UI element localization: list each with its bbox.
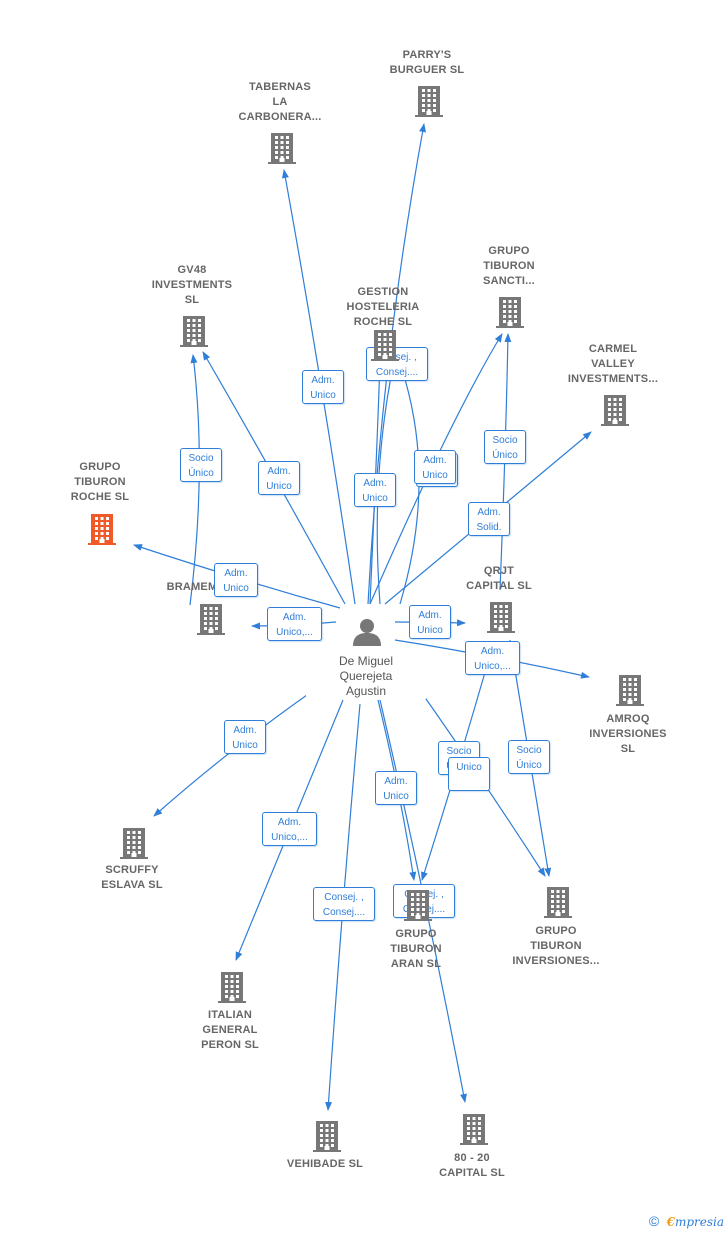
company-node-label[interactable]: PARRY'S BURGUER SL [362,48,492,78]
company-name: GRUPO TIBURON ARAN SL [390,928,442,970]
company-node-label[interactable]: SCRUFFY ESLAVA SL [67,863,197,893]
company-node-label[interactable]: ITALIAN GENERAL PERON SL [165,1008,295,1053]
company-node-label[interactable]: TABERNAS LA CARBONERA... [215,80,345,125]
person-node-label[interactable]: De Miguel Querejeta Agustin [306,654,426,699]
relation-label[interactable]: Adm. Unico,... [262,812,317,846]
relation-label[interactable]: Adm. Unico [302,370,344,404]
building-icon[interactable] [196,602,226,636]
company-name: GV48 INVESTMENTS SL [151,264,233,306]
company-node-label[interactable]: GESTION HOSTELERIA ROCHE SL [318,285,448,330]
building-icon[interactable] [615,673,645,707]
company-name: QRJT CAPITAL SL [466,565,532,592]
company-node-label[interactable]: GRUPO TIBURON ROCHE SL [35,460,165,505]
building-icon[interactable] [179,314,209,348]
relation-label[interactable]: Adm. Unico [258,461,300,495]
company-name: CARMEL VALLEY INVESTMENTS... [567,343,659,385]
company-node-label[interactable]: QRJT CAPITAL SL [434,564,564,594]
company-name: TABERNAS LA CARBONERA... [238,81,322,123]
relation-label[interactable]: Socio Único [484,430,526,464]
brand-logo[interactable]: €mpresia [666,1215,724,1229]
relation-label[interactable]: Socio Único [180,448,222,482]
company-node-label[interactable]: VEHIBADE SL [260,1157,390,1172]
company-name: SCRUFFY ESLAVA SL [101,864,163,891]
company-name: 80 - 20 CAPITAL SL [439,1152,505,1179]
company-name: PARRY'S BURGUER SL [389,49,465,76]
company-node-label[interactable]: GRUPO TIBURON ARAN SL [351,927,481,972]
relation-label[interactable]: Adm. Unico,... [267,607,322,641]
company-node-label[interactable]: GRUPO TIBURON INVERSIONES... [491,924,621,969]
company-node-label[interactable]: GRUPO TIBURON SANCTI... [444,244,574,289]
relation-label[interactable]: Adm. Unico [375,771,417,805]
company-name: VEHIBADE SL [286,1158,364,1170]
company-node-label[interactable]: GV48 INVESTMENTS SL [127,263,257,308]
company-node-label[interactable]: AMROQ INVERSIONES SL [563,712,693,757]
building-icon[interactable] [267,131,297,165]
relation-label[interactable]: Adm. Unico [354,473,396,507]
relation-label[interactable]: Unico [448,757,490,791]
building-icon[interactable] [312,1119,342,1153]
company-name: AMROQ INVERSIONES SL [589,713,667,755]
company-name: BRAMEM [166,581,218,593]
building-icon[interactable] [543,885,573,919]
copyright-icon: © [648,1213,660,1229]
building-icon[interactable] [600,393,630,427]
relation-label[interactable]: Adm. Unico [224,720,266,754]
building-icon[interactable] [217,970,247,1004]
relation-label[interactable]: Adm. Unico [214,563,258,597]
relation-label[interactable]: Consej. , Consej.... [313,887,375,921]
relation-label[interactable]: Adm. Solid. [468,502,510,536]
building-icon[interactable] [414,84,444,118]
building-icon[interactable] [495,295,525,329]
company-node-label[interactable]: 80 - 20 CAPITAL SL [407,1151,537,1181]
building-icon[interactable] [119,826,149,860]
person-icon[interactable] [352,617,382,647]
relation-label[interactable]: Adm. Unico,... [465,641,520,675]
building-icon[interactable] [486,600,516,634]
company-node-label[interactable]: BRAMEM [127,580,257,595]
footer-brand: © €mpresia [649,1213,724,1229]
company-name: GRUPO TIBURON ROCHE SL [70,461,130,503]
company-name: GESTION HOSTELERIA ROCHE SL [346,286,420,328]
company-name: ITALIAN GENERAL PERON SL [201,1009,259,1051]
edge-line [369,333,503,605]
building-icon[interactable] [459,1112,489,1146]
relation-label[interactable]: Socio Único [508,740,550,774]
building-icon[interactable] [403,888,433,922]
building-icon[interactable] [87,512,117,546]
relation-label[interactable]: Adm. Unico [409,605,451,639]
company-node-label[interactable]: CARMEL VALLEY INVESTMENTS... [548,342,678,387]
company-name: GRUPO TIBURON SANCTI... [483,245,535,287]
company-name: GRUPO TIBURON INVERSIONES... [512,925,600,967]
building-icon[interactable] [370,328,400,362]
relation-label[interactable]: Adm. Unico [414,450,456,484]
